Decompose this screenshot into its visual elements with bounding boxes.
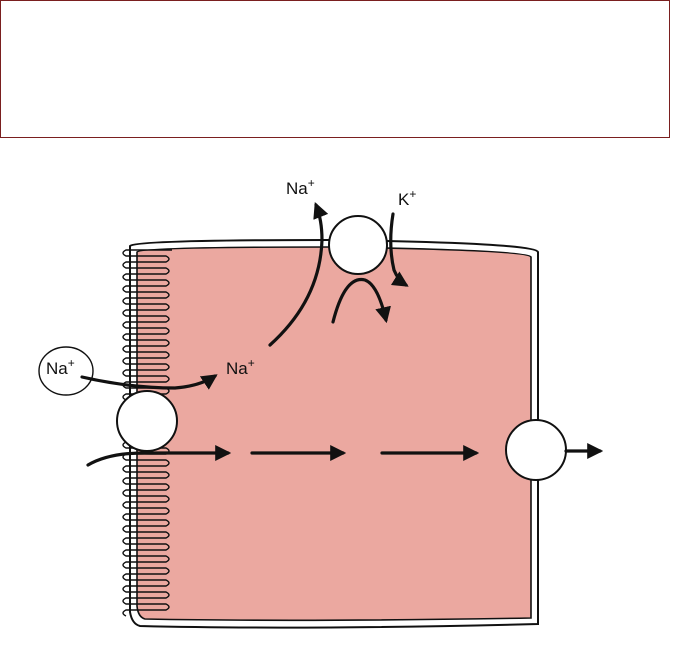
na-entry-arrow [80, 374, 218, 390]
cell-body [129, 238, 539, 629]
k-entry-arrow [389, 212, 409, 287]
na-top-label: Na+ [286, 176, 315, 198]
k-top-label: K+ [398, 187, 416, 209]
basolateral-transporter-circle [505, 419, 567, 481]
caption-box [0, 0, 670, 138]
na-k-pump-circle [328, 215, 388, 275]
cotransport-entry-arrow [86, 445, 232, 467]
k-recycle-arrow [331, 277, 391, 324]
na-outside-ellipse [38, 346, 94, 396]
na-outside-label: Na+ [46, 356, 75, 378]
na-pump-exit-arrow [268, 202, 329, 347]
apical-transporter-circle [116, 390, 178, 452]
na-inside-label: Na+ [226, 356, 255, 378]
